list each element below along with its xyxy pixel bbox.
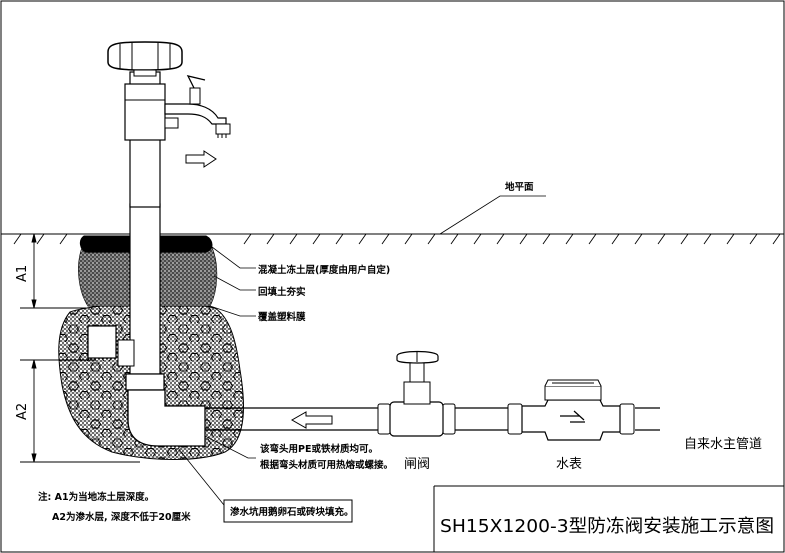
gate-valve-label: 闸阀 (404, 457, 430, 472)
elbow-note-line-2: 根据弯头材质可用热熔或螺接。 (260, 459, 393, 471)
dimension-a1 (20, 233, 86, 309)
ground-hatch-mark (657, 233, 666, 245)
ground-hatch-mark (266, 233, 275, 245)
ground-hatch-mark (59, 233, 68, 245)
ground-hatch-mark (749, 233, 758, 245)
ground-hatch-mark (565, 233, 574, 245)
ground-hatch-mark (358, 233, 367, 245)
ground-hatch-mark (772, 233, 781, 245)
ground-hatch-mark (611, 233, 620, 245)
main-pipe-label: 自来水主管道 (684, 437, 762, 452)
ground-hatch-mark (381, 233, 390, 245)
water-meter-icon (507, 379, 635, 441)
ground-hatch-mark (634, 233, 643, 245)
ground-hatch-mark (519, 233, 528, 245)
note-line-2: A2为渗水层, 深度不低于20厘米 (52, 511, 191, 523)
ground-hatch-mark (703, 233, 712, 245)
handwheel-icon (107, 41, 183, 77)
ground-hatch-mark (450, 233, 459, 245)
ground-hatch-mark (36, 233, 45, 245)
ground-hatch-mark (243, 233, 252, 245)
water-meter-label: 水表 (556, 457, 582, 472)
dimension-a2-label: A2 (15, 403, 30, 420)
ground-hatch-mark (680, 233, 689, 245)
ground-surface (1, 233, 784, 245)
ground-hatch-mark (726, 233, 735, 245)
faucet-icon (164, 75, 231, 138)
plastic-film-label: 覆盖塑料膜 (257, 311, 306, 323)
outflow-arrow-icon (185, 150, 217, 168)
inflow-arrow-icon (290, 411, 333, 429)
dimension-a1-label: A1 (15, 265, 30, 282)
ground-surface-label: 地平面 (505, 181, 534, 193)
title-block (433, 485, 784, 552)
supply-pipe (205, 407, 660, 431)
ground-hatch-mark (542, 233, 551, 245)
riser-pipe (124, 71, 166, 375)
ground-hatch-mark (404, 233, 413, 245)
elbow-note-line-1: 该弯头用PE或铁材质均可。 (260, 443, 378, 455)
ground-hatch-mark (312, 233, 321, 245)
elbow-fitting (87, 325, 206, 447)
ground-hatch-mark (588, 233, 597, 245)
concrete-layer-label: 混凝土冻土层(厚度由用户自定) (258, 264, 390, 276)
seepage-label-box (223, 499, 353, 523)
ground-hatch-mark (496, 233, 505, 245)
note-line-1: 注: A1为当地冻土层深度。 (38, 491, 154, 503)
drawing-title: SH15X1200-3型防冻阀安装施工示意图 (440, 516, 774, 537)
dimension-a2 (20, 359, 140, 463)
ground-hatch-mark (13, 233, 22, 245)
ground-hatch-mark (289, 233, 298, 245)
seepage-pit-label: 渗水坑用鹅卵石或砖块填充。 (230, 506, 354, 518)
ground-hatch-mark (473, 233, 482, 245)
gate-valve-icon (377, 350, 456, 437)
backfill-layer-label: 回填土夯实 (258, 286, 306, 298)
ground-hatch-mark (427, 233, 436, 245)
ground-hatch-mark (335, 233, 344, 245)
